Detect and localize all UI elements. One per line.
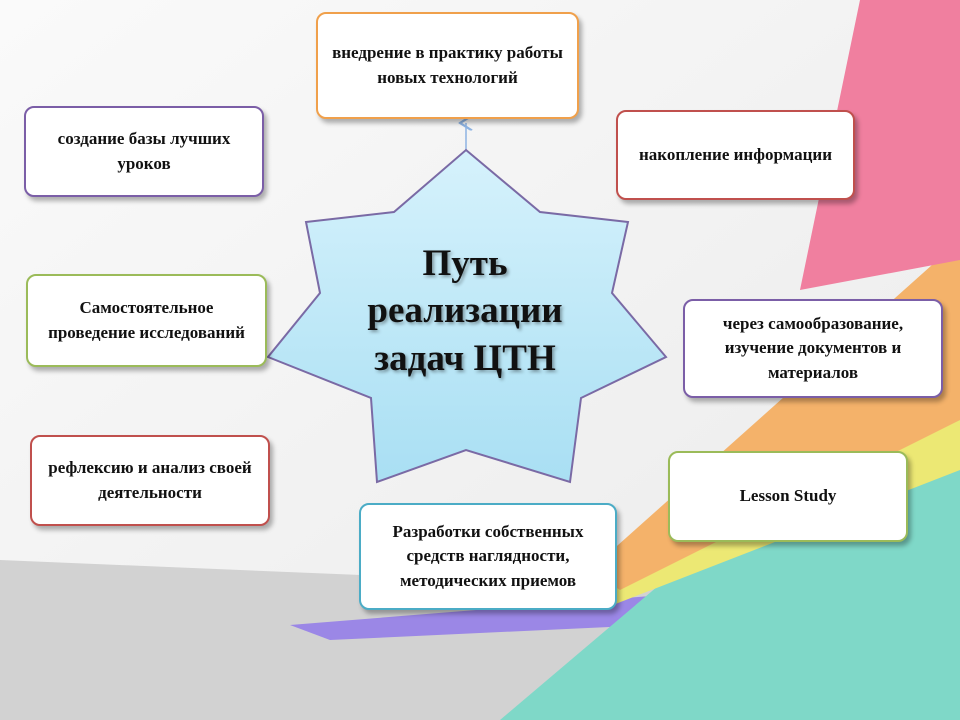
box-mid-left: Самостоятельное проведение исследований — [26, 274, 267, 367]
box-mid-left-text: Самостоятельное проведение исследований — [48, 297, 245, 342]
box-top-left: создание базы лучших уроков — [24, 106, 264, 197]
box-top-right: накопление информации — [616, 110, 855, 200]
box-low-left: рефлексию и анализ своей деятельности — [30, 435, 270, 526]
box-top-right-text: накопление информации — [638, 144, 833, 164]
box-top: внедрение в практику работы новых технол… — [316, 12, 579, 119]
pink-ribbon — [800, 0, 960, 290]
box-bottom: Разработки собственных средств нагляднос… — [359, 503, 617, 610]
box-top-text: внедрение в практику работы новых технол… — [332, 42, 563, 87]
box-mid-right: через самообразование, изучение документ… — [683, 299, 943, 398]
box-mid-right-text: через самообразование, изучение документ… — [722, 313, 904, 382]
box-low-right: Lesson Study — [668, 451, 908, 542]
center-title: Путь реализации задач ЦТН — [367, 243, 563, 379]
box-low-left-text: рефлексию и анализ своей деятельности — [48, 457, 252, 502]
center-star-shape — [266, 148, 668, 484]
box-low-right-text: Lesson Study — [739, 486, 837, 506]
box-top-left-text: создание базы лучших уроков — [57, 128, 231, 173]
box-bottom-text: Разработки собственных средств нагляднос… — [392, 521, 584, 590]
